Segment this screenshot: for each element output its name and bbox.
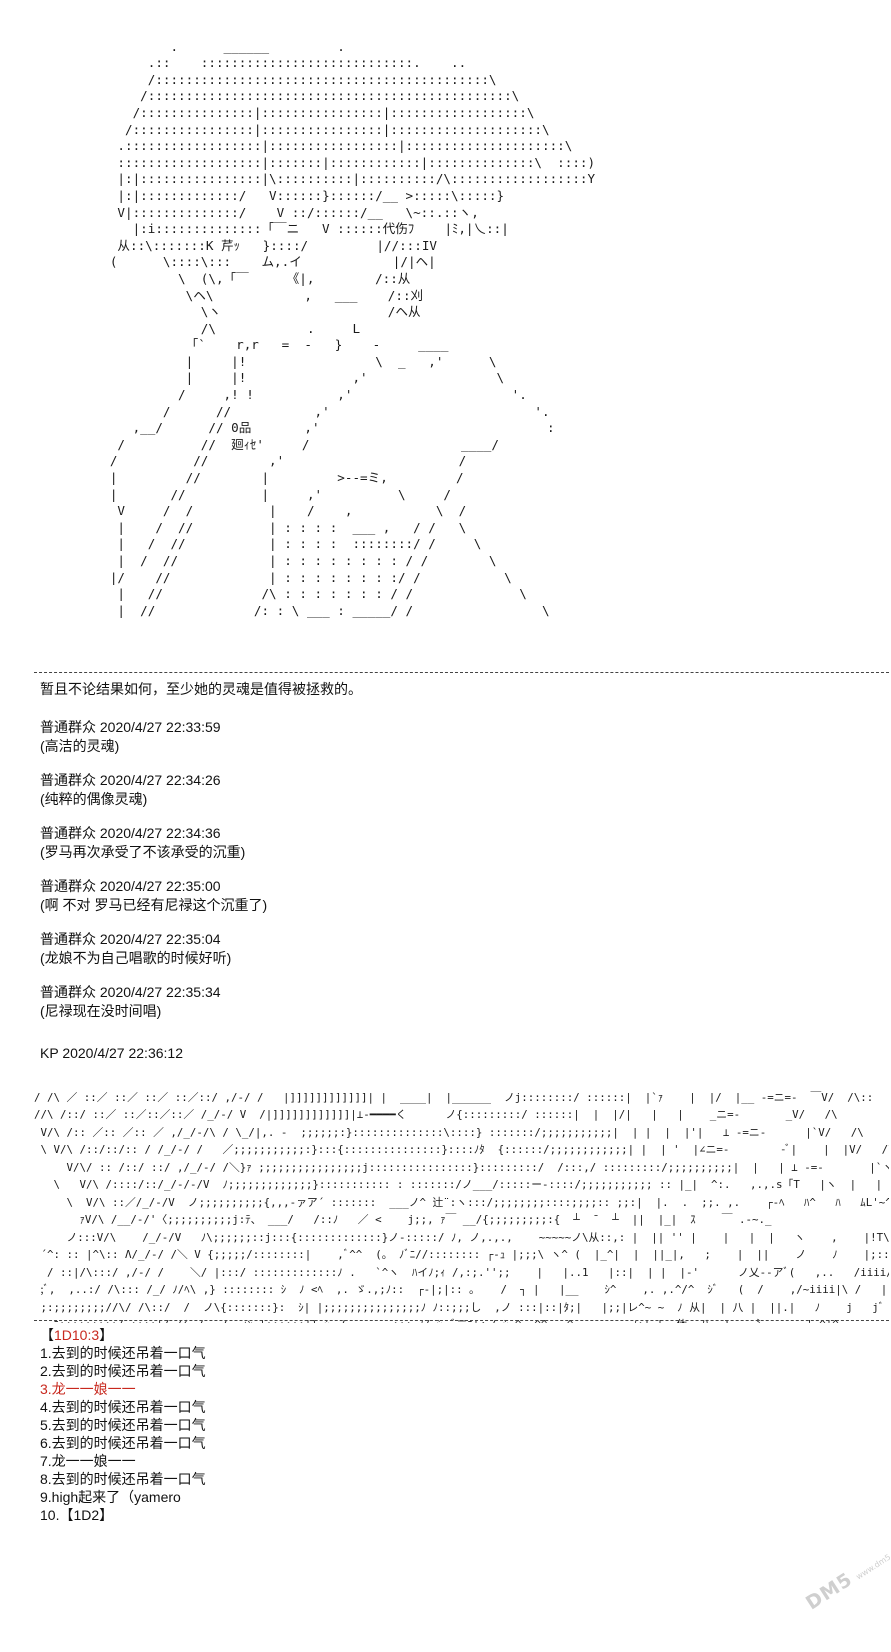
dashed-divider [34, 672, 889, 673]
comment-header: 普通群众 2020/4/27 22:33:59 [40, 719, 221, 735]
kp-header: KP 2020/4/27 22:36:12 [40, 1045, 183, 1061]
dashed-divider [34, 1320, 889, 1321]
narration-text: 暂且不论结果如何，至少她的灵魂是值得被拯救的。 [40, 681, 362, 697]
list-item-selected: 3.龙一一娘一一 [40, 1381, 136, 1397]
list-item: 10.【1D2】 [40, 1507, 114, 1523]
close-bracket: 】 [99, 1327, 114, 1343]
dice-roll-list: 【1D10:3】 1.去到的时候还吊着一口气 2.去到的时候还吊着一口气 3.龙… [40, 1326, 206, 1524]
comment-header: 普通群众 2020/4/27 22:35:00 [40, 878, 221, 894]
open-bracket: 【 [40, 1327, 54, 1343]
list-item: 8.去到的时候还吊着一口气 [40, 1471, 206, 1487]
comment-header: 普通群众 2020/4/27 22:35:04 [40, 931, 221, 947]
list-item: 1.去到的时候还吊着一口气 [40, 1345, 206, 1361]
list-item: 7.龙一一娘一一 [40, 1453, 136, 1469]
list-item: 2.去到的时候还吊着一口气 [40, 1363, 206, 1379]
comment-body: (龙娘不为自己唱歌的时候好听) [40, 950, 232, 966]
comment-header: 普通群众 2020/4/27 22:34:26 [40, 772, 221, 788]
watermark-url: www.dm5.com [854, 1541, 891, 1582]
list-item: 4.去到的时候还吊着一口气 [40, 1399, 206, 1415]
comment-body: (尼禄现在没时间唱) [40, 1003, 162, 1019]
list-item: 5.去到的时候还吊着一口气 [40, 1417, 206, 1433]
list-item: 9.high起来了（yamero [40, 1489, 181, 1505]
site-watermark: DM5 www.dm5.com [802, 1542, 891, 1615]
comment-header: 普通群众 2020/4/27 22:35:34 [40, 984, 221, 1000]
comment-body: (纯粹的偶像灵魂) [40, 791, 148, 807]
comment-body: (啊 不对 罗马已经有尼禄这个沉重了) [40, 897, 268, 913]
roll-result-line: 【1D10:3】 [40, 1326, 206, 1344]
comment-body: (高洁的灵魂) [40, 738, 120, 754]
ascii-art-illustration-top: . ______ . .:: :::::::::::::::::::::::::… [109, 38, 596, 618]
ascii-art-illustration-bottom: / /\ ／ ::／ ::／ ::／ ::／::/ ,/-/ / |]]]]]]… [34, 1090, 889, 1323]
watermark-logo: DM5 [802, 1568, 857, 1615]
comment-header: 普通群众 2020/4/27 22:34:36 [40, 825, 221, 841]
list-item: 6.去到的时候还吊着一口气 [40, 1435, 206, 1451]
comment-body: (罗马再次承受了不该承受的沉重) [40, 844, 246, 860]
roll-result: 1D10:3 [54, 1327, 100, 1343]
